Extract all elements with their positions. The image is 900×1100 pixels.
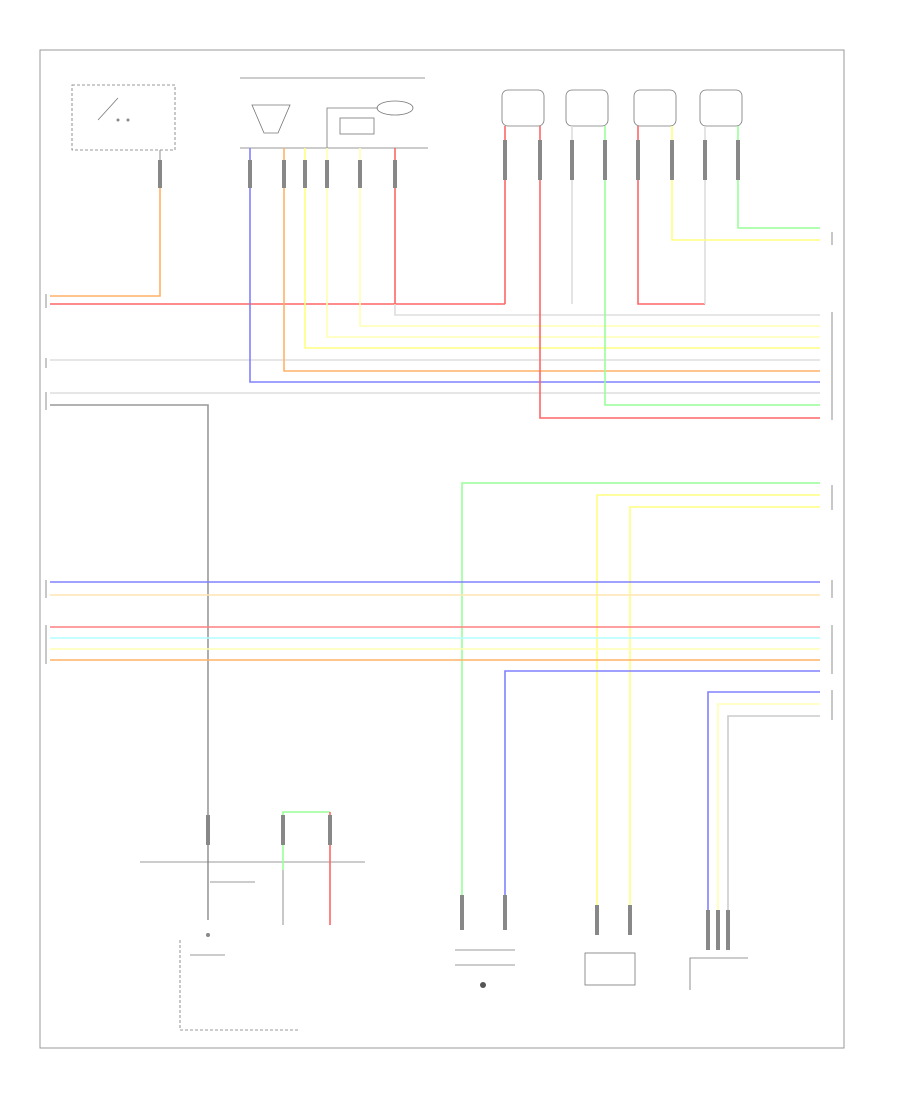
- module-internal-block: [339, 117, 375, 135]
- wire-blue-1: [249, 148, 820, 383]
- switch-terminal: [126, 118, 130, 122]
- connector-pin: [503, 140, 507, 180]
- sensor-1-ground-icon: [480, 982, 486, 988]
- ignition-switch: [71, 84, 176, 175]
- module-sensor-symbol: [251, 104, 291, 134]
- connector-pin: [158, 160, 162, 188]
- injector-1-body: [501, 89, 545, 127]
- switch-contact: [97, 97, 119, 121]
- wire-yellow-5: [629, 506, 820, 910]
- injector-4: [699, 89, 743, 127]
- connector-pin: [703, 140, 707, 180]
- injector-3-body: [633, 89, 677, 127]
- wire-yellow-4: [596, 494, 820, 910]
- injector-3: [633, 89, 677, 127]
- wire-yellow-3: [304, 148, 820, 349]
- wire-yellow-1: [359, 148, 820, 327]
- control-module: [240, 77, 428, 149]
- connector-pin: [706, 910, 710, 950]
- connector-pin: [503, 895, 507, 930]
- wire-green-injector-4: [737, 126, 820, 229]
- wire-white-1: [394, 304, 820, 316]
- connector-pin: [628, 905, 632, 935]
- wire-gray-2: [727, 715, 820, 920]
- wire-red-injector-3: [637, 126, 705, 305]
- connector-pin: [595, 905, 599, 935]
- connector-pin: [248, 160, 252, 188]
- diagram-frame: [39, 49, 845, 1049]
- connector-pin: [636, 140, 640, 180]
- sensor-2-body: [584, 952, 636, 986]
- sensor-2: [584, 905, 636, 986]
- connector-pin: [282, 160, 286, 188]
- connector-pin: [603, 140, 607, 180]
- sensor-1: [455, 895, 515, 988]
- switch-terminal: [116, 118, 120, 122]
- module-internal-oval: [376, 100, 414, 116]
- wire-red-2: [539, 126, 820, 419]
- connector-pin: [325, 160, 329, 188]
- connector-pin: [716, 910, 720, 950]
- injector-4-body: [699, 89, 743, 127]
- gauge-assembly: [140, 811, 365, 1031]
- connector-pin: [358, 160, 362, 188]
- connector-pin: [736, 140, 740, 180]
- ignition-switch-outline: [71, 84, 176, 151]
- module-internal-trace: [326, 107, 378, 148]
- wire-orange-ignition: [50, 175, 161, 297]
- wire-yellow-injector-3: [671, 126, 820, 241]
- gauge-outline: [179, 940, 300, 1031]
- sensor-3-outline: [689, 957, 748, 990]
- sensor-3: [689, 910, 748, 990]
- connector-pin: [206, 815, 210, 845]
- wire-green-gauge: [282, 811, 330, 870]
- wire-orange-2: [283, 148, 820, 372]
- wire-gray-sensor: [50, 404, 209, 920]
- injector-2: [565, 89, 609, 127]
- connector-pin: [726, 910, 730, 950]
- wire-yellow-7: [717, 703, 820, 920]
- gauge-terminal: [206, 933, 210, 937]
- connector-pin: [393, 160, 397, 188]
- connector-pins: [158, 140, 740, 188]
- wire-yellow-2: [326, 148, 820, 338]
- connector-pin: [570, 140, 574, 180]
- wire-blue-3: [504, 670, 820, 910]
- connector-pin: [670, 140, 674, 180]
- injector-2-body: [565, 89, 609, 127]
- wire-green-2: [461, 482, 820, 900]
- connector-pin: [538, 140, 542, 180]
- connector-pin: [460, 895, 464, 930]
- injector-1: [501, 89, 545, 127]
- connector-pin: [281, 815, 285, 845]
- connector-pin: [328, 815, 332, 845]
- wire-green-1: [604, 126, 820, 406]
- connector-pin: [303, 160, 307, 188]
- wire-blue-4: [707, 691, 820, 920]
